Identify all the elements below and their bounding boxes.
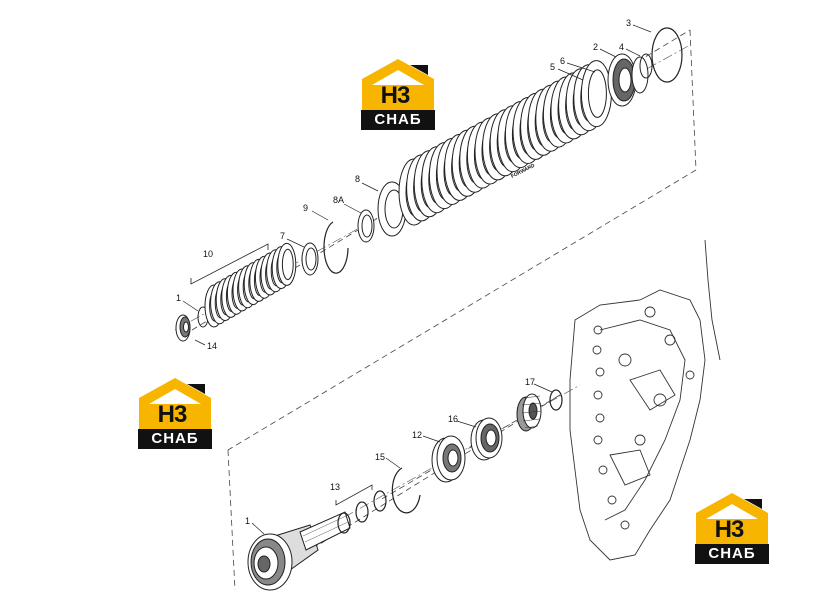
logo-band: СНАБ [361, 110, 435, 130]
house-logo-icon [696, 493, 768, 544]
part-17-ring [549, 389, 563, 411]
clutch-plate-bore [587, 69, 607, 118]
callout-14: 14 [207, 341, 217, 351]
callout-7: 7 [280, 231, 285, 241]
callout-1-top: 1 [176, 293, 181, 303]
logo-letters: H3 [380, 82, 411, 109]
part-14-bearing [175, 314, 191, 342]
part-8a-ring [357, 209, 375, 243]
callout-12: 12 [412, 430, 422, 440]
callout-10: 10 [203, 249, 213, 259]
callout-4: 4 [619, 42, 624, 52]
callout-15: 15 [375, 452, 385, 462]
part-12-bearing [431, 435, 466, 483]
callout-1-bottom: 1 [245, 516, 250, 526]
dashed-frame [191, 29, 697, 591]
transmission-housing [569, 239, 721, 561]
part-3-snap-ring [651, 27, 683, 83]
logo-letters: H3 [714, 516, 745, 543]
callout-labels: 1 14 10 7 9 8A 8 5 6 2 4 3 1 13 15 12 16… [176, 18, 631, 526]
part-4-ring [639, 53, 653, 79]
watermark-logo-2: H3 СНАБ [135, 376, 215, 452]
part-13-seal-rings [337, 490, 387, 534]
house-logo-icon [362, 59, 434, 110]
part-7-ring [301, 242, 319, 276]
callout-9: 9 [303, 203, 308, 213]
logo-band: СНАБ [695, 544, 769, 564]
callout-6: 6 [560, 56, 565, 66]
part-1-shaft-drum [247, 511, 351, 591]
part-5-6-clutch-pack [398, 60, 612, 226]
part-15-snap-ring [391, 467, 421, 514]
gear [516, 393, 542, 432]
callout-13: 13 [330, 482, 340, 492]
logo-letters: H3 [157, 401, 188, 428]
watermark-logo-1: H3 СНАБ [358, 57, 438, 133]
leader-lines-bottom [251, 383, 553, 535]
leader-lines-top [182, 24, 652, 346]
part-16-bearing [470, 417, 503, 461]
part-9-snap-ring [323, 221, 349, 274]
part-2-bearing [607, 53, 649, 107]
part-13-bracket [335, 484, 373, 506]
callout-2: 2 [593, 42, 598, 52]
callout-3: 3 [626, 18, 631, 28]
part-10-clutch-pack [204, 242, 297, 328]
callout-16: 16 [448, 414, 458, 424]
part-8-piston [377, 181, 407, 237]
clutch-plate-bore [281, 248, 294, 281]
callout-8: 8 [355, 174, 360, 184]
logo-band: СНАБ [138, 429, 212, 449]
part-10-bracket [190, 243, 269, 285]
callout-5: 5 [550, 62, 555, 72]
callout-17: 17 [525, 377, 535, 387]
watermark-logo-3: H3 СНАБ [692, 491, 772, 567]
callout-8a: 8A [333, 195, 344, 205]
house-logo-icon [139, 378, 211, 429]
